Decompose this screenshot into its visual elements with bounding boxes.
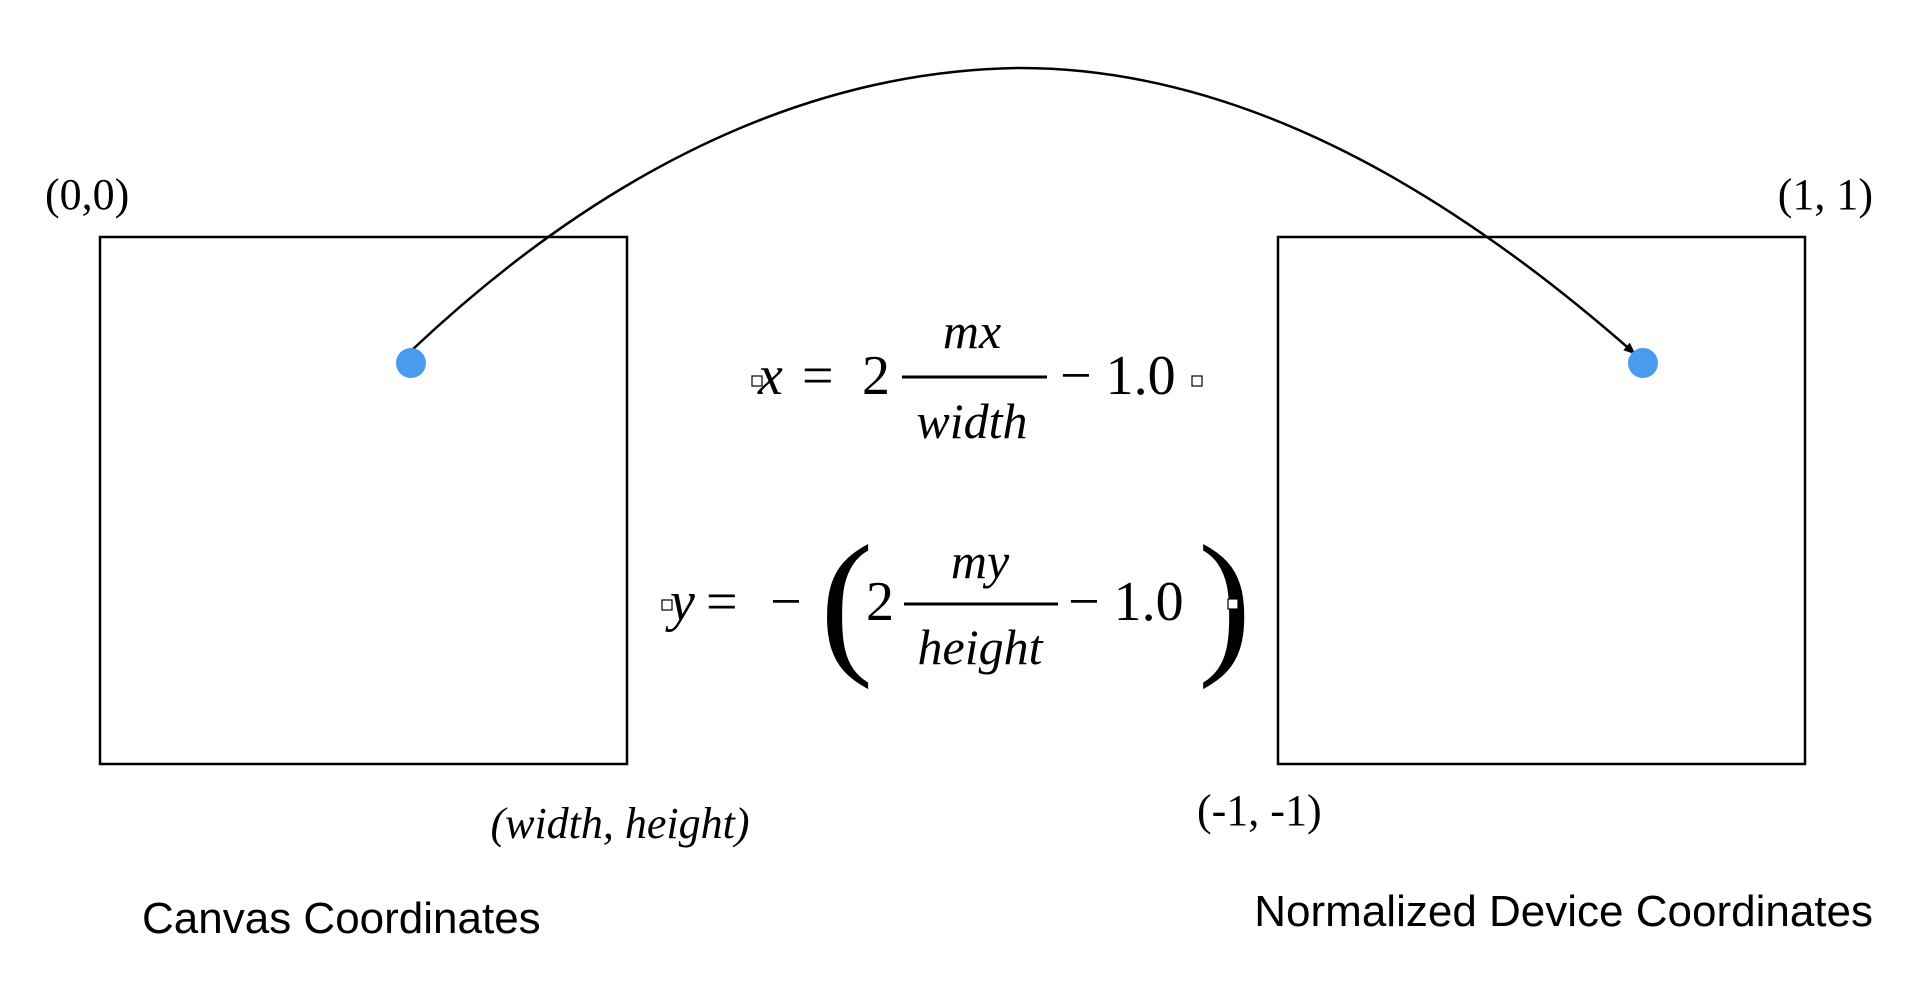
ndc-top-right-label: (1, 1) (1778, 170, 1873, 219)
equation-y-open-paren: ( (820, 512, 873, 690)
mapping-arrow (411, 66, 1636, 355)
equation-y-coef: 2 (866, 571, 894, 633)
canvas-coordinates-box (98, 235, 629, 766)
ndc-bottom-left-label: (-1, -1) (1197, 786, 1322, 835)
equation-x-coef: 2 (862, 345, 890, 407)
equation-y-close-paren: ) (1198, 512, 1251, 690)
equation-y-equals: = (706, 571, 738, 633)
equation-y-numerator: my (951, 533, 1010, 589)
equation-y-denominator: height (918, 619, 1044, 675)
equation-y-left-handle[interactable] (661, 599, 673, 611)
equation-y-minus: − (770, 571, 802, 633)
equation-x-right-handle[interactable] (1191, 375, 1203, 387)
equation-y-lhs: y (665, 571, 695, 633)
ndc-box (1276, 235, 1807, 766)
equation-x-tail: − 1.0 (1060, 345, 1176, 407)
equation-x-left-handle[interactable] (751, 375, 763, 387)
equation-y-right-handle[interactable] (1227, 598, 1239, 610)
canvas-corner-label: (width, height) (490, 799, 749, 848)
canvas-origin-label: (0,0) (45, 170, 129, 219)
equation-x-denominator: width (916, 393, 1027, 449)
equation-x-equals: = (802, 345, 834, 407)
ndc-point (1628, 348, 1658, 378)
equation-x-lhs: x (757, 345, 783, 407)
canvas-point (396, 348, 426, 378)
equation-y-tail: − 1.0 (1068, 571, 1184, 633)
equation-y: y = − ( 2 my height − 1.0 ) (661, 512, 1251, 690)
ndc-caption: Normalized Device Coordinates (1254, 887, 1873, 936)
canvas-caption: Canvas Coordinates (142, 894, 541, 943)
equation-x: x = 2 mx width − 1.0 (751, 303, 1203, 449)
equation-x-numerator: mx (943, 303, 1001, 359)
